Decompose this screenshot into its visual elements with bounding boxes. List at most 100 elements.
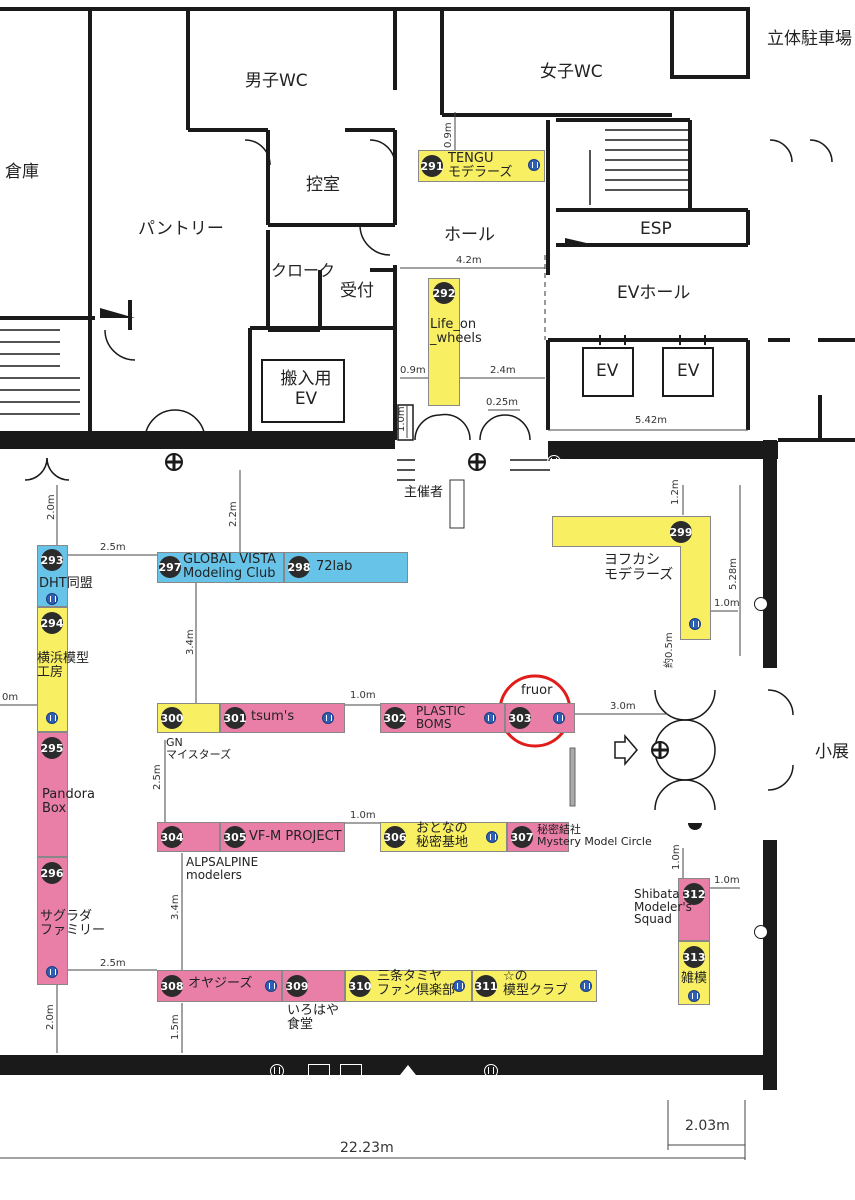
dimension-label: 1.0m xyxy=(350,810,376,821)
dimension-label: 0.9m xyxy=(443,122,454,148)
booth-number: 296 xyxy=(41,862,63,884)
dimension-label: 0.9m xyxy=(400,365,426,376)
booth-number: 300 xyxy=(161,707,183,729)
booth-291[interactable] xyxy=(418,150,545,182)
dimension-label: 2.5m xyxy=(152,764,163,790)
power-icon xyxy=(553,712,565,724)
room-label-storage: 倉庫 xyxy=(5,162,39,182)
booth-name: ☆の 模型クラブ xyxy=(503,969,569,998)
booth-name: 三条タミヤ ファン倶楽部 xyxy=(377,969,456,998)
booth-number: 306 xyxy=(384,826,406,848)
dimension-label: 1.2m xyxy=(670,479,681,505)
panel-box-icon xyxy=(308,1064,330,1078)
power-icon xyxy=(46,966,58,978)
booth-name: いろはや 食堂 xyxy=(287,1003,340,1032)
room-label-womens-wc: 女子WC xyxy=(540,62,603,82)
power-icon xyxy=(265,980,277,992)
booth-name: 雑模 xyxy=(681,971,708,986)
room-label-ev2: EV xyxy=(677,361,700,381)
dimension-label: 3.0m xyxy=(610,701,636,712)
booth-number: 295 xyxy=(41,737,63,759)
room-label-pantry: パントリー xyxy=(138,219,224,239)
dimension-label: 2.0m xyxy=(45,1004,56,1030)
power-icon xyxy=(580,980,592,992)
room-label-mens-wc: 男子WC xyxy=(245,71,308,91)
room-label-reception: 受付 xyxy=(340,281,374,301)
dimension-label: 1.0m xyxy=(396,406,407,432)
booth-number: 308 xyxy=(161,975,183,997)
booth-number: 312 xyxy=(683,883,705,905)
power-icon xyxy=(528,159,540,171)
booth-number: 292 xyxy=(433,282,455,304)
booth-number: 297 xyxy=(159,556,181,578)
dimension-label: 1.0m xyxy=(350,690,376,701)
panel-box-icon xyxy=(340,1064,362,1078)
booth-name: fruor xyxy=(521,683,553,698)
room-label-hall: ホール xyxy=(444,225,495,245)
booth-name: オヤジーズ xyxy=(188,976,253,991)
room-label-esp: ESP xyxy=(640,219,672,239)
dimension-label: 22.23m xyxy=(340,1140,394,1156)
room-label-ev1: EV xyxy=(596,361,619,381)
dimension-label: 2.2m xyxy=(228,501,239,527)
dimension-label: 2.0m xyxy=(46,494,57,520)
panel-box-icon xyxy=(288,455,310,469)
power-icon xyxy=(322,712,334,724)
dimension-label: 2.5m xyxy=(100,958,126,969)
panel-box-icon xyxy=(320,455,342,469)
booth-number: 311 xyxy=(475,975,497,997)
room-label-ev-hall: EVホール xyxy=(617,283,691,303)
booth-name: GLOBAL VISTA Modeling Club xyxy=(183,552,277,581)
power-icon xyxy=(46,712,58,724)
booth-number: 305 xyxy=(224,826,246,848)
booth-number: 310 xyxy=(349,975,371,997)
booth-number: 307 xyxy=(511,826,533,848)
room-label-parking: 立体駐車場 xyxy=(767,29,852,49)
room-label-small-exhibit: 小展 xyxy=(815,742,849,762)
room-label-freight-ev: 搬入用 EV xyxy=(280,369,332,409)
dimension-label: 1.0m xyxy=(714,875,740,886)
dimension-label: 1.0m xyxy=(714,598,740,609)
booth-number: 294 xyxy=(41,612,63,634)
dimension-label: 4.2m xyxy=(456,255,482,266)
dimension-label: 3.4m xyxy=(185,629,196,655)
booth-number: 301 xyxy=(224,707,246,729)
booth-name: サグラダ ファミリー xyxy=(40,909,106,938)
booth-number: 303 xyxy=(509,707,531,729)
dimension-label: 2.03m xyxy=(685,1118,730,1134)
dimension-label: 5.28m xyxy=(728,557,739,590)
booth-number: 313 xyxy=(683,946,705,968)
outlet-icon xyxy=(232,455,246,469)
power-icon xyxy=(484,712,496,724)
booth-number: 304 xyxy=(161,826,183,848)
booth-name: Life_on _wheels xyxy=(430,317,482,346)
outlet-icon xyxy=(270,1064,284,1078)
dimension-label: 1.0m xyxy=(671,844,682,870)
room-label-organizer: 主催者 xyxy=(404,485,444,500)
booth-name: PLASTIC BOMS xyxy=(416,704,466,731)
booth-name: VF-M PROJECT xyxy=(249,829,342,844)
power-icon xyxy=(688,990,700,1002)
dimension-label: 5.42m xyxy=(635,415,668,426)
outlet-icon xyxy=(754,597,768,611)
power-icon xyxy=(689,618,701,630)
booth-number: 309 xyxy=(286,975,308,997)
booth-name: 横浜模型 工房 xyxy=(37,651,90,680)
dimension-label: 1.5m xyxy=(170,1014,181,1040)
booth-name: ヨフカシ モデラーズ xyxy=(604,552,674,583)
booth-name: おとなの 秘密基地 xyxy=(416,821,469,850)
booth-name: Pandora Box xyxy=(42,787,95,816)
dimension-label: 2.4m xyxy=(490,365,516,376)
booth-name: ALPSALPINE modelers xyxy=(186,855,259,882)
power-icon xyxy=(486,831,498,843)
booth-311[interactable] xyxy=(472,970,597,1002)
dimension-label: 3.4m xyxy=(170,894,181,920)
booth-name: GN マイスターズ xyxy=(166,736,232,761)
dimension-label: 0m xyxy=(2,692,19,703)
room-label-waiting-room: 控室 xyxy=(306,175,340,195)
booth-number: 293 xyxy=(41,549,63,571)
booth-number: 298 xyxy=(288,556,310,578)
dimension-label: 2.5m xyxy=(100,542,126,553)
dimension-label: 0.25m xyxy=(486,397,519,408)
